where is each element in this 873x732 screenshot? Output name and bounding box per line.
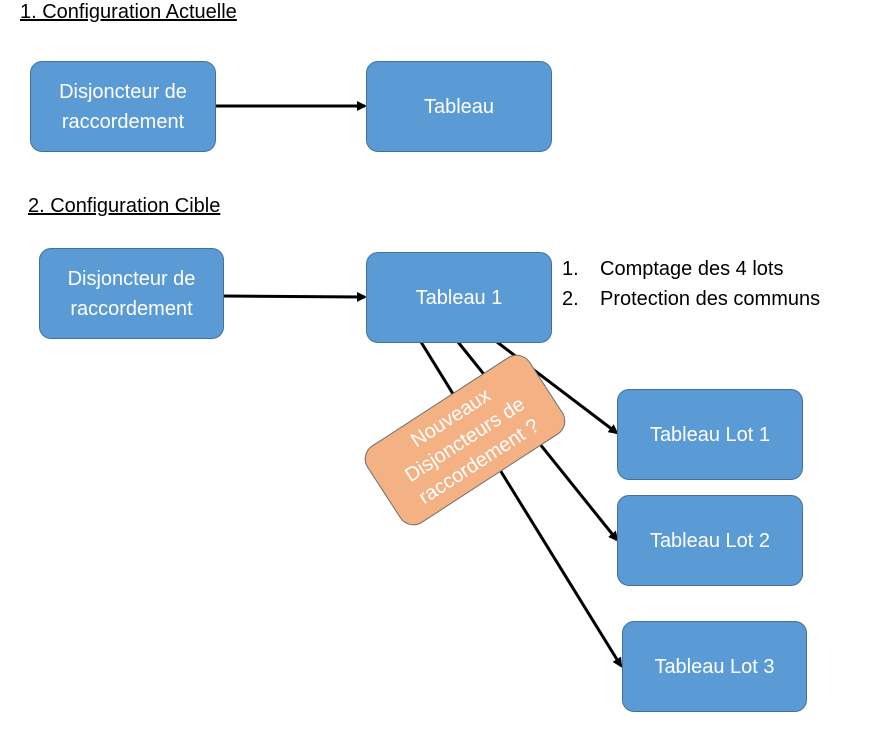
note-number: 1.	[562, 258, 579, 280]
tableau-box-current[interactable]: Tableau	[366, 61, 552, 152]
notes-list: 1. Comptage des 4 lots 2. Protection des c…	[562, 258, 873, 310]
disjoncteur-box-current[interactable]: Disjoncteur de raccordement	[30, 61, 216, 152]
note-item: 2. Protection des communs	[562, 288, 873, 314]
section1-heading: 1. Configuration Actuelle	[20, 1, 237, 23]
note-item: 1. Comptage des 4 lots	[562, 258, 873, 284]
label-line2: raccordement	[61, 110, 185, 133]
label: Tableau	[423, 95, 495, 118]
note-text: Protection des communs	[600, 288, 821, 310]
label: Tableau Lot 3	[654, 655, 775, 678]
label-line2: raccordement	[70, 297, 193, 320]
tableau-lot3-box[interactable]: Tableau Lot 3	[622, 621, 807, 712]
arrow-disjoncteur-to-tableau1	[222, 291, 367, 302]
label-line1: Disjoncteur de	[67, 267, 196, 290]
note-number: 2.	[562, 288, 579, 310]
tableau-lot2-box[interactable]: Tableau Lot 2	[617, 495, 803, 586]
label: Tableau Lot 2	[649, 529, 771, 552]
disjoncteur-box-target[interactable]: Disjoncteur de raccordement	[39, 248, 224, 339]
section2-heading: 2. Configuration Cible	[28, 195, 221, 217]
label: Tableau Lot 1	[649, 423, 771, 446]
note-text: Comptage des 4 lots	[600, 258, 784, 280]
label: Tableau 1	[415, 286, 503, 309]
tableau1-box[interactable]: Tableau 1	[366, 252, 552, 343]
label-line1: Disjoncteur de	[59, 80, 187, 103]
tableau-lot1-box[interactable]: Tableau Lot 1	[617, 389, 803, 480]
